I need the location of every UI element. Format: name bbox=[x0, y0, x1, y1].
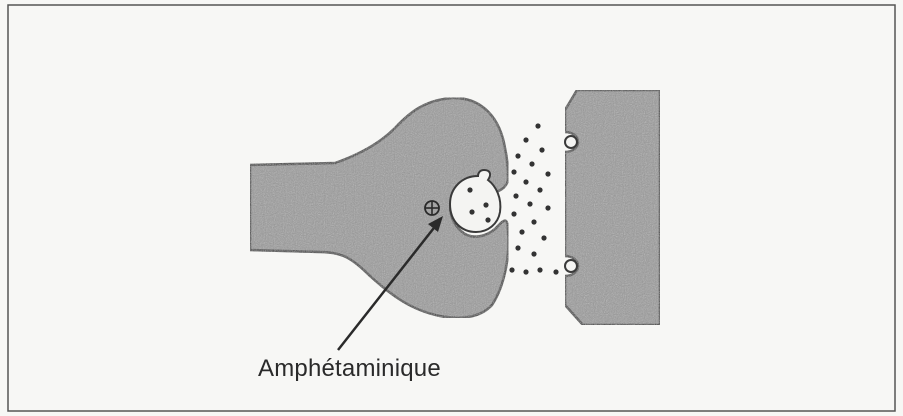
receptor-site-top bbox=[565, 136, 577, 148]
neurotransmitter-dots bbox=[509, 123, 558, 274]
receptor-site-bottom bbox=[565, 260, 577, 272]
amphetamine-label: Amphétaminique bbox=[258, 355, 441, 383]
postsynaptic-element bbox=[565, 90, 660, 325]
